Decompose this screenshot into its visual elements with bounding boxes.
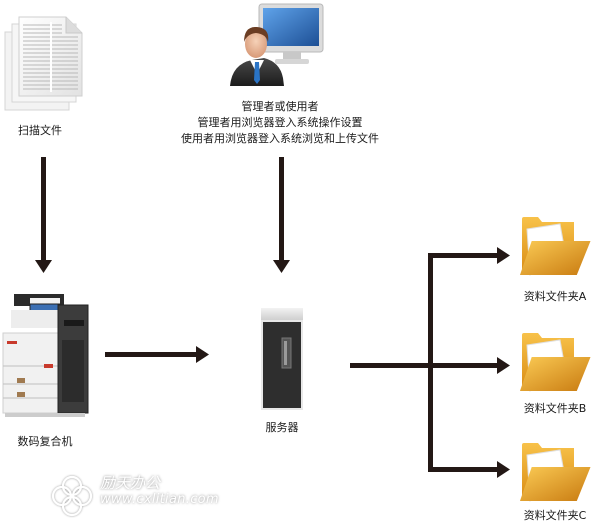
server-label: 服务器	[265, 421, 299, 434]
arrow-user-to-server	[279, 157, 284, 261]
user-label-title: 管理者或使用者	[241, 100, 319, 113]
folder-a-icon	[519, 217, 591, 276]
scan-file-label: 扫描文件	[18, 124, 62, 137]
arrow-to-folder-a-head	[497, 247, 510, 264]
arrow-mfp-to-server-head	[196, 346, 209, 363]
arrow-user-to-server-head	[273, 260, 290, 273]
arrow-mfp-to-server	[105, 352, 197, 357]
watermark: 励天办公 www.cxlitian.com	[50, 472, 250, 522]
arrow-to-folder-b-head	[497, 357, 510, 374]
arrow-to-folder-c-head	[497, 461, 510, 478]
mfp-label: 数码复合机	[17, 435, 73, 448]
user-label-user: 使用者用浏览器登入系统浏览和上传文件	[181, 132, 379, 145]
arrow-scan-to-mfp	[41, 157, 46, 261]
watermark-url: www.cxlitian.com	[100, 492, 219, 507]
folder-b-icon	[519, 333, 591, 392]
user-label-admin: 管理者用浏览器登入系统操作设置	[197, 116, 363, 129]
watermark-logo-icon	[51, 475, 93, 517]
folder-a-label: 资料文件夹A	[523, 290, 587, 303]
arrow-scan-to-mfp-head	[35, 260, 52, 273]
arrow-server-branch	[428, 253, 433, 472]
folder-c-label: 资料文件夹C	[523, 509, 587, 522]
arrow-to-folder-c	[428, 467, 498, 472]
folder-c-icon	[519, 443, 591, 502]
arrow-to-folder-a	[428, 253, 498, 258]
arrow-server-trunk	[350, 363, 498, 368]
folder-b-label: 资料文件夹B	[523, 402, 587, 415]
watermark-brand: 励天办公	[100, 474, 161, 492]
